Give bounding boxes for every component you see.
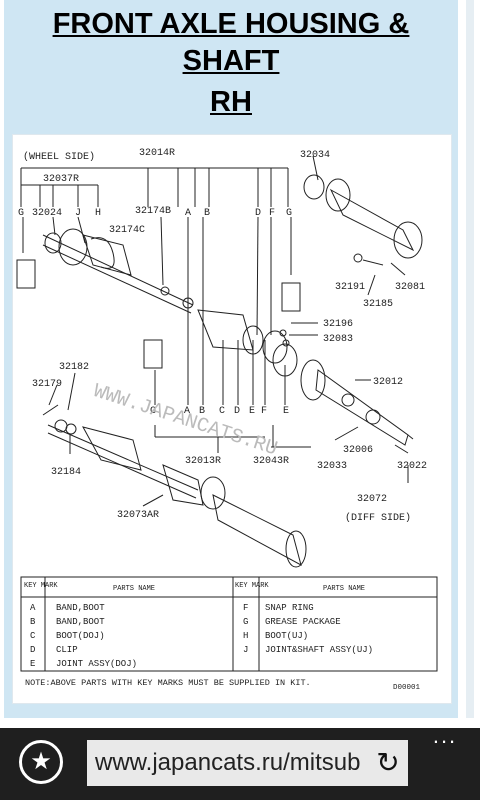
parts-diagram[interactable]: (WHEEL SIDE) 32034 32014R 32037R G 32024… bbox=[12, 134, 452, 704]
title-line-3: RH bbox=[210, 86, 252, 118]
title-line-1: FRONT AXLE HOUSING & bbox=[52, 8, 410, 40]
key-a-1: A bbox=[185, 208, 191, 219]
table-name-d: CLIP bbox=[56, 645, 78, 655]
part-32081: 32081 bbox=[395, 282, 425, 293]
key-g-3: G bbox=[150, 406, 156, 417]
key-f-1: F bbox=[269, 208, 275, 219]
diagram-code: D00001 bbox=[393, 684, 421, 692]
part-32014R: 32014R bbox=[139, 148, 175, 159]
part-32034: 32034 bbox=[300, 150, 330, 161]
part-32043R: 32043R bbox=[253, 456, 289, 467]
table-key-h: H bbox=[243, 631, 248, 641]
part-32083: 32083 bbox=[323, 334, 353, 345]
table-note: NOTE:ABOVE PARTS WITH KEY MARKS MUST BE … bbox=[25, 678, 311, 688]
table-key-e: E bbox=[30, 659, 35, 669]
page: FRONT AXLE HOUSING & SHAFT RH bbox=[4, 0, 474, 718]
table-header-key-right: KEY MARK bbox=[235, 582, 269, 590]
key-e-2: E bbox=[283, 406, 289, 417]
key-b-2: B bbox=[199, 406, 205, 417]
table-name-g: GREASE PACKAGE bbox=[265, 617, 341, 627]
diagram-svg: (WHEEL SIDE) 32034 32014R 32037R G 32024… bbox=[16, 148, 438, 692]
part-32191: 32191 bbox=[335, 282, 365, 293]
table-key-f: F bbox=[243, 603, 248, 613]
part-32022: 32022 bbox=[397, 461, 427, 472]
key-h-1: H bbox=[95, 208, 101, 219]
part-32196: 32196 bbox=[323, 319, 353, 330]
table-name-c: BOOT(DOJ) bbox=[56, 631, 105, 641]
key-j-1: J bbox=[75, 208, 81, 219]
part-32184: 32184 bbox=[51, 467, 81, 478]
table-name-e: JOINT ASSY(DOJ) bbox=[56, 659, 137, 669]
table-name-j: JOINT&SHAFT ASSY(UJ) bbox=[265, 645, 373, 655]
table-name-f: SNAP RING bbox=[265, 603, 314, 613]
scrollbar[interactable] bbox=[466, 0, 474, 718]
part-32033: 32033 bbox=[317, 461, 347, 472]
key-f-2: F bbox=[261, 406, 267, 417]
part-32013R: 32013R bbox=[185, 456, 221, 467]
part-32174B: 32174B bbox=[135, 206, 171, 217]
key-c-1: C bbox=[219, 406, 225, 417]
key-b-1: B bbox=[204, 208, 210, 219]
url-field[interactable]: www.japancats.ru/mitsub bbox=[87, 740, 408, 786]
part-32174C: 32174C bbox=[109, 225, 145, 236]
part-32006: 32006 bbox=[343, 445, 373, 456]
table-key-b: B bbox=[30, 617, 36, 627]
watermark: WWW.JAPANCATS.RU bbox=[90, 380, 280, 461]
part-32182: 32182 bbox=[59, 362, 89, 373]
key-g-1: G bbox=[18, 208, 24, 219]
table-key-c: C bbox=[30, 631, 36, 641]
url-text: www.japancats.ru/mitsub bbox=[95, 749, 361, 776]
part-32185: 32185 bbox=[363, 299, 393, 310]
table-header-parts-left: PARTS NAME bbox=[113, 585, 155, 593]
table-header-parts-right: PARTS NAME bbox=[323, 585, 365, 593]
key-d-2: D bbox=[234, 406, 240, 417]
key-g-2: G bbox=[286, 208, 292, 219]
part-32024: 32024 bbox=[32, 208, 62, 219]
table-key-j: J bbox=[243, 645, 248, 655]
table-header-key-left: KEY MARK bbox=[24, 582, 58, 590]
table-name-a: BAND,BOOT bbox=[56, 603, 105, 613]
refresh-icon[interactable]: ↻ bbox=[372, 742, 404, 784]
table-name-b: BAND,BOOT bbox=[56, 617, 105, 627]
diff-side-label: (DIFF SIDE) bbox=[345, 512, 411, 524]
table-key-g: G bbox=[243, 617, 248, 627]
table-key-d: D bbox=[30, 645, 35, 655]
part-32072: 32072 bbox=[357, 494, 387, 505]
wheel-side-label: (WHEEL SIDE) bbox=[23, 151, 95, 163]
part-32073AR: 32073AR bbox=[117, 510, 159, 521]
title-line-2: SHAFT bbox=[182, 45, 280, 77]
part-32179: 32179 bbox=[32, 379, 62, 390]
key-a-2: A bbox=[184, 406, 190, 417]
key-d-1: D bbox=[255, 208, 261, 219]
star-icon[interactable]: ★ bbox=[19, 740, 63, 784]
table-name-h: BOOT(UJ) bbox=[265, 631, 308, 641]
page-title: FRONT AXLE HOUSING & SHAFT RH bbox=[4, 6, 458, 121]
part-32037R: 32037R bbox=[43, 174, 79, 185]
more-icon[interactable]: ... bbox=[432, 723, 458, 748]
key-e-1: E bbox=[249, 406, 255, 417]
part-32012: 32012 bbox=[373, 377, 403, 388]
table-key-a: A bbox=[30, 603, 36, 613]
